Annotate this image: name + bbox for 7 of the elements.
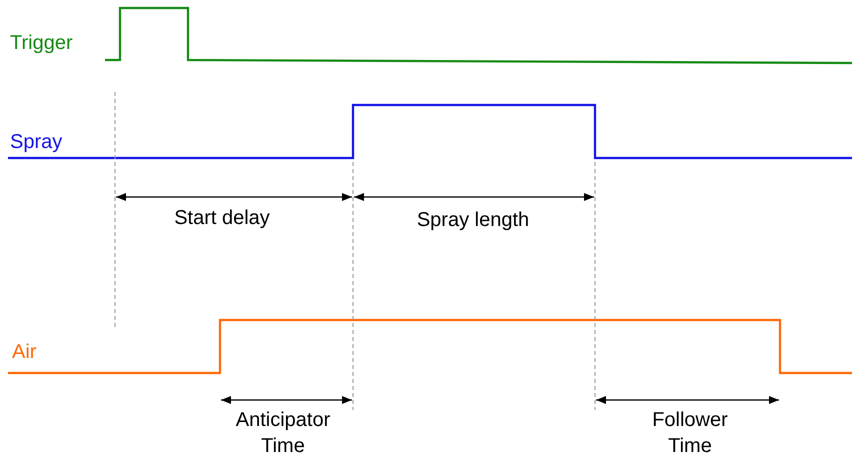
signal-label: Trigger (10, 31, 74, 56)
signal-label: Spray (10, 130, 64, 155)
duration-label: Anticipator Time (234, 408, 332, 459)
signal-label: Air (12, 340, 38, 365)
duration-label: Follower Time (651, 408, 729, 459)
duration-label: Spray length (416, 208, 530, 233)
duration-label: Start delay (173, 206, 271, 231)
